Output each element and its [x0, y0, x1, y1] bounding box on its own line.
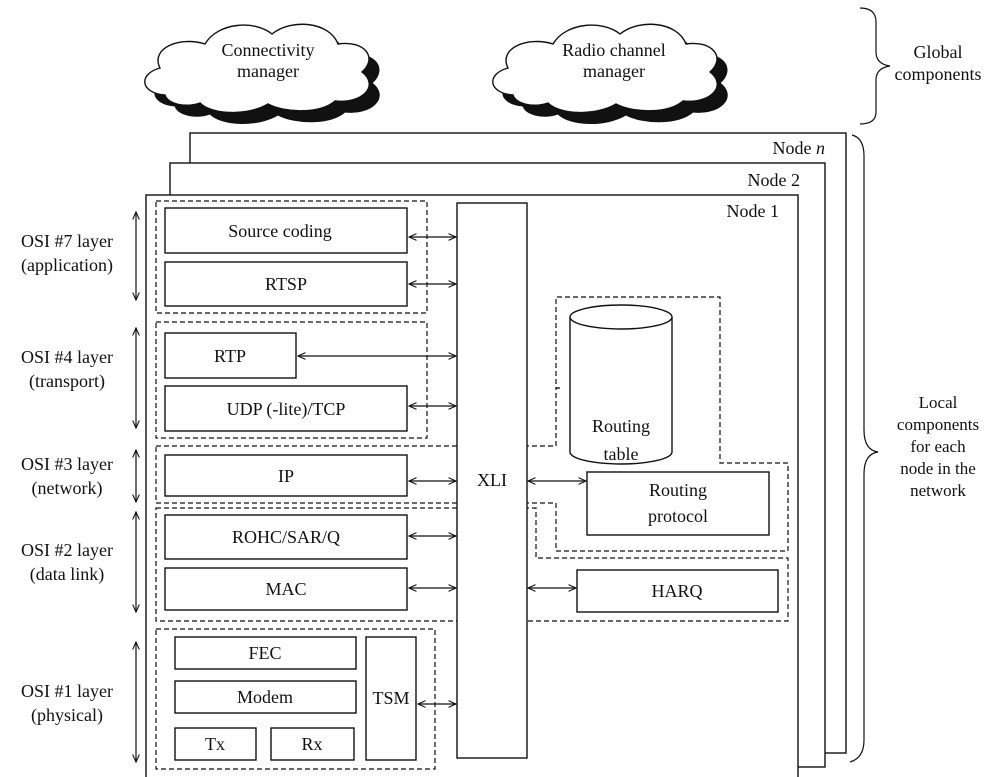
connectivity-manager-line2: manager: [237, 61, 299, 81]
radio-channel-manager-line1: Radio channel: [562, 40, 665, 60]
rtp-block: RTP: [164, 332, 297, 379]
osi-layer-1: OSI #1 layer (physical): [21, 642, 136, 762]
rohc-sar-q-label: ROHC/SAR/Q: [232, 527, 340, 547]
global-components-brace: [859, 7, 891, 125]
fec-block: FEC: [174, 636, 357, 670]
local-components-label-line2: components: [897, 415, 979, 434]
layer-1-line1: OSI #1 layer: [21, 681, 113, 701]
node-2-label: Node 2: [748, 170, 801, 190]
routing-table-line2: table: [604, 444, 639, 464]
tx-label: Tx: [205, 734, 225, 754]
local-components-label-line1: Local: [919, 393, 958, 412]
harq-label: HARQ: [651, 581, 702, 601]
layer-7-line1: OSI #7 layer: [21, 231, 113, 251]
mac-block: MAC: [164, 567, 408, 611]
rtp-label: RTP: [214, 346, 246, 366]
radio-channel-manager-cloud: Radio channel manager: [492, 23, 728, 124]
rtsp-label: RTSP: [265, 274, 307, 294]
routing-protocol-line2: protocol: [648, 506, 708, 526]
tsm-label: TSM: [372, 688, 409, 708]
layer-4-line1: OSI #4 layer: [21, 347, 113, 367]
data-link-layer-group: [155, 507, 789, 622]
xli-label: XLI: [477, 470, 507, 490]
ip-label: IP: [278, 466, 294, 486]
local-components-brace: [849, 134, 879, 763]
osi-layer-7: OSI #7 layer (application): [21, 212, 136, 300]
local-components-label-line5: network: [910, 481, 966, 500]
layer-2-line2: (data link): [30, 564, 104, 585]
fec-label: FEC: [248, 643, 281, 663]
layer-1-line2: (physical): [31, 705, 103, 726]
source-coding-label: Source coding: [228, 221, 331, 241]
local-components-label-line4: node in the: [900, 459, 976, 478]
harq-block: HARQ: [576, 569, 779, 613]
ip-block: IP: [164, 454, 408, 497]
modem-label: Modem: [237, 687, 293, 707]
osi-layer-4: OSI #4 layer (transport): [21, 328, 136, 428]
routing-table-line1: Routing: [592, 416, 650, 436]
physical-layer-group: [155, 628, 436, 770]
layer-3-line1: OSI #3 layer: [21, 454, 113, 474]
connectivity-manager-cloud: Connectivity manager: [144, 23, 380, 124]
mac-label: MAC: [265, 579, 306, 599]
network-layer-group: [155, 296, 789, 552]
udp-tcp-block: UDP (-lite)/TCP: [164, 385, 408, 432]
node-n-label: Node n: [773, 138, 826, 158]
global-components-label-line1: Global: [914, 42, 963, 62]
osi-layer-2: OSI #2 layer (data link): [21, 512, 136, 612]
routing-protocol-block: Routing protocol: [586, 471, 770, 536]
source-coding-block: Source coding: [164, 207, 408, 254]
routing-protocol-line1: Routing: [649, 480, 707, 500]
modem-block: Modem: [174, 680, 357, 714]
rx-label: Rx: [301, 734, 322, 754]
rohc-sar-q-block: ROHC/SAR/Q: [164, 514, 408, 560]
local-components-label-line3: for each: [910, 437, 966, 456]
udp-tcp-label: UDP (-lite)/TCP: [227, 399, 346, 420]
tx-block: Tx: [174, 727, 257, 761]
rtsp-block: RTSP: [164, 261, 408, 307]
layer-4-line2: (transport): [29, 371, 105, 392]
layer-7-line2: (application): [21, 255, 113, 276]
rx-block: Rx: [270, 727, 355, 761]
xli-bar: XLI: [456, 202, 528, 759]
node-1-label: Node 1: [727, 201, 780, 221]
radio-channel-manager-line2: manager: [583, 61, 645, 81]
transport-layer-group: [155, 321, 428, 439]
connectivity-manager-line1: Connectivity: [222, 40, 315, 60]
tsm-block: TSM: [365, 636, 417, 761]
layer-2-line1: OSI #2 layer: [21, 540, 113, 560]
routing-table-cylinder: Routing table: [569, 304, 673, 465]
global-components-label-line2: components: [895, 64, 982, 84]
osi-layer-3: OSI #3 layer (network): [21, 450, 136, 502]
layer-3-line2: (network): [32, 478, 103, 499]
